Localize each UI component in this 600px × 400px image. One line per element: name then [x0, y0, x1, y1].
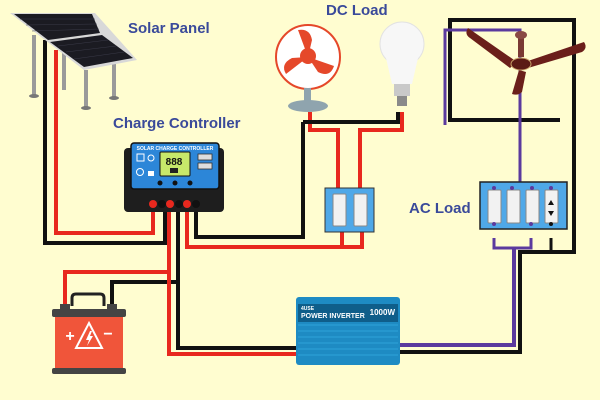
- panel-leg: [62, 50, 66, 90]
- panel-foot: [29, 94, 39, 98]
- wire-dc-positive: [185, 205, 364, 249]
- usb-port-2: [197, 162, 213, 170]
- warning-bolt-icon: [74, 320, 104, 349]
- controller-title: SOLAR CHARGE CONTROLLER: [137, 146, 214, 152]
- socket-pin-bottom: [548, 211, 554, 216]
- charge-controller: Charge Controller SOLAR CHARGE CONTROLLE…: [113, 115, 241, 212]
- battery-terminal-positive: [60, 304, 70, 310]
- terminal-load-positive: [183, 200, 191, 208]
- ac-fan-regulator[interactable]: [506, 189, 521, 224]
- wire-inverter-positive: [167, 272, 296, 356]
- wire-inverter-negative: [176, 282, 296, 350]
- wire-ac-neutral: [400, 18, 576, 354]
- battery-minus-sign: −: [103, 326, 112, 343]
- dc-switch-fan[interactable]: [332, 193, 347, 227]
- terminal-solar-positive: [149, 200, 157, 208]
- solar-panel: Solar Panel: [10, 13, 210, 110]
- gear-icon: [147, 154, 155, 162]
- power-inverter: 4USE POWER INVERTER 1000W: [296, 297, 400, 365]
- panel-foot: [109, 96, 119, 100]
- terminal-battery-negative: [175, 200, 183, 208]
- battery-plus-sign: +: [65, 328, 74, 345]
- panel-grid: [20, 18, 125, 60]
- wire-dc-negative: [194, 122, 305, 239]
- ac-switchboard: [479, 181, 568, 230]
- panel-cells-1: [14, 14, 100, 40]
- dc-switch-bulb[interactable]: [353, 193, 368, 227]
- wire-solar-positive: [54, 50, 155, 235]
- clock-icon: [136, 168, 144, 176]
- battery-terminal-negative: [107, 304, 117, 310]
- lock-icon: [148, 171, 154, 176]
- inverter-brand: 4USE: [301, 306, 315, 312]
- ceiling-fan-icon: [466, 28, 586, 95]
- panel-leg: [84, 70, 88, 108]
- wire-battery-positive: [63, 205, 171, 305]
- socket-pin-top: [548, 200, 554, 205]
- inverter-rating: 1000W: [370, 308, 396, 317]
- panel-leg: [112, 62, 116, 98]
- ac-load: AC Load: [409, 28, 586, 230]
- wire-ac-switch-bus: [492, 238, 533, 250]
- inverter-ridges: [298, 324, 398, 356]
- panel-cells-2: [50, 35, 133, 67]
- controller-button-2[interactable]: [172, 180, 178, 186]
- dc-load: DC Load: [275, 2, 425, 233]
- dc-switchboard: [324, 187, 375, 233]
- panel-leg: [32, 35, 36, 95]
- charge-controller-label: Charge Controller: [113, 115, 241, 132]
- controller-display: [159, 151, 191, 177]
- controller-display-value: 888: [166, 157, 183, 168]
- ac-socket[interactable]: [544, 189, 559, 224]
- inverter-title: POWER INVERTER: [301, 313, 365, 320]
- ac-switch-fan[interactable]: [487, 189, 502, 224]
- terminal-battery-positive: [166, 200, 174, 208]
- controller-button-1[interactable]: [157, 180, 163, 186]
- usb-port-1: [197, 153, 213, 161]
- battery-indicator-icon: [170, 168, 178, 173]
- battery-base: [52, 368, 126, 374]
- dc-load-label: DC Load: [326, 2, 388, 19]
- ac-switch-socket[interactable]: [525, 189, 540, 224]
- terminal-solar-negative: [158, 200, 166, 208]
- light-bulb-icon: [379, 21, 425, 106]
- wires: [43, 18, 576, 356]
- battery: + −: [52, 292, 126, 374]
- battery-handle: [70, 292, 106, 306]
- panel-foot: [81, 106, 91, 110]
- wire-battery-negative: [110, 205, 180, 305]
- solar-panel-label: Solar Panel: [128, 20, 210, 37]
- table-fan-icon: [275, 24, 341, 112]
- wire-ac-live: [400, 248, 516, 347]
- wire-solar-negative: [43, 40, 167, 245]
- wire-bulb-positive: [358, 112, 404, 192]
- ac-load-label: AC Load: [409, 200, 471, 217]
- wire-dc-common-negative: [303, 112, 400, 124]
- terminal-load-negative: [192, 200, 200, 208]
- battery-lid: [52, 309, 126, 317]
- settings-icon: [136, 153, 145, 162]
- battery-body: [55, 317, 123, 371]
- controller-button-3[interactable]: [187, 180, 193, 186]
- bolt-glyph: [86, 331, 93, 346]
- inverter-label-bg: [298, 304, 398, 322]
